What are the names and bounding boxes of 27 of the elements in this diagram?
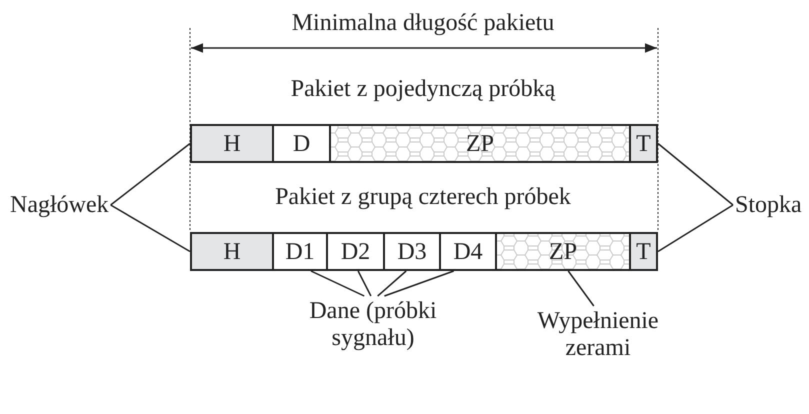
callout-label: Dane (próbki sygnału) [288, 298, 458, 352]
leader-line [110, 204, 190, 252]
packet-title: Pakiet z pojedynczą próbką [290, 76, 556, 103]
leader-line [357, 270, 372, 296]
data-field: D2 [326, 232, 385, 271]
callout-label: Stopka [735, 192, 802, 219]
callout-label: Wypełnienie zerami [528, 308, 668, 362]
dimension-label: Minimalna długość pakietu [292, 10, 554, 37]
leader-line [658, 204, 734, 252]
callout-label: Nagłówek [10, 192, 109, 219]
zero-padding-field: ZP [329, 124, 631, 163]
leader-line [310, 270, 365, 297]
packet-title: Pakiet z grupą czterech próbek [275, 184, 571, 211]
data-field: D4 [439, 232, 497, 271]
leader-line [384, 270, 454, 297]
leader-line [658, 142, 734, 206]
leader-line [377, 270, 407, 297]
data-field: D [272, 124, 331, 163]
data-field: D3 [383, 232, 441, 271]
trailer-field: T [629, 232, 658, 271]
header-field: H [190, 124, 274, 163]
leader-line [110, 142, 190, 206]
data-field: D1 [272, 232, 328, 271]
zero-padding-field: ZP [495, 232, 631, 271]
trailer-field: T [629, 124, 658, 163]
header-field: H [190, 232, 274, 271]
leader-line [568, 270, 594, 306]
